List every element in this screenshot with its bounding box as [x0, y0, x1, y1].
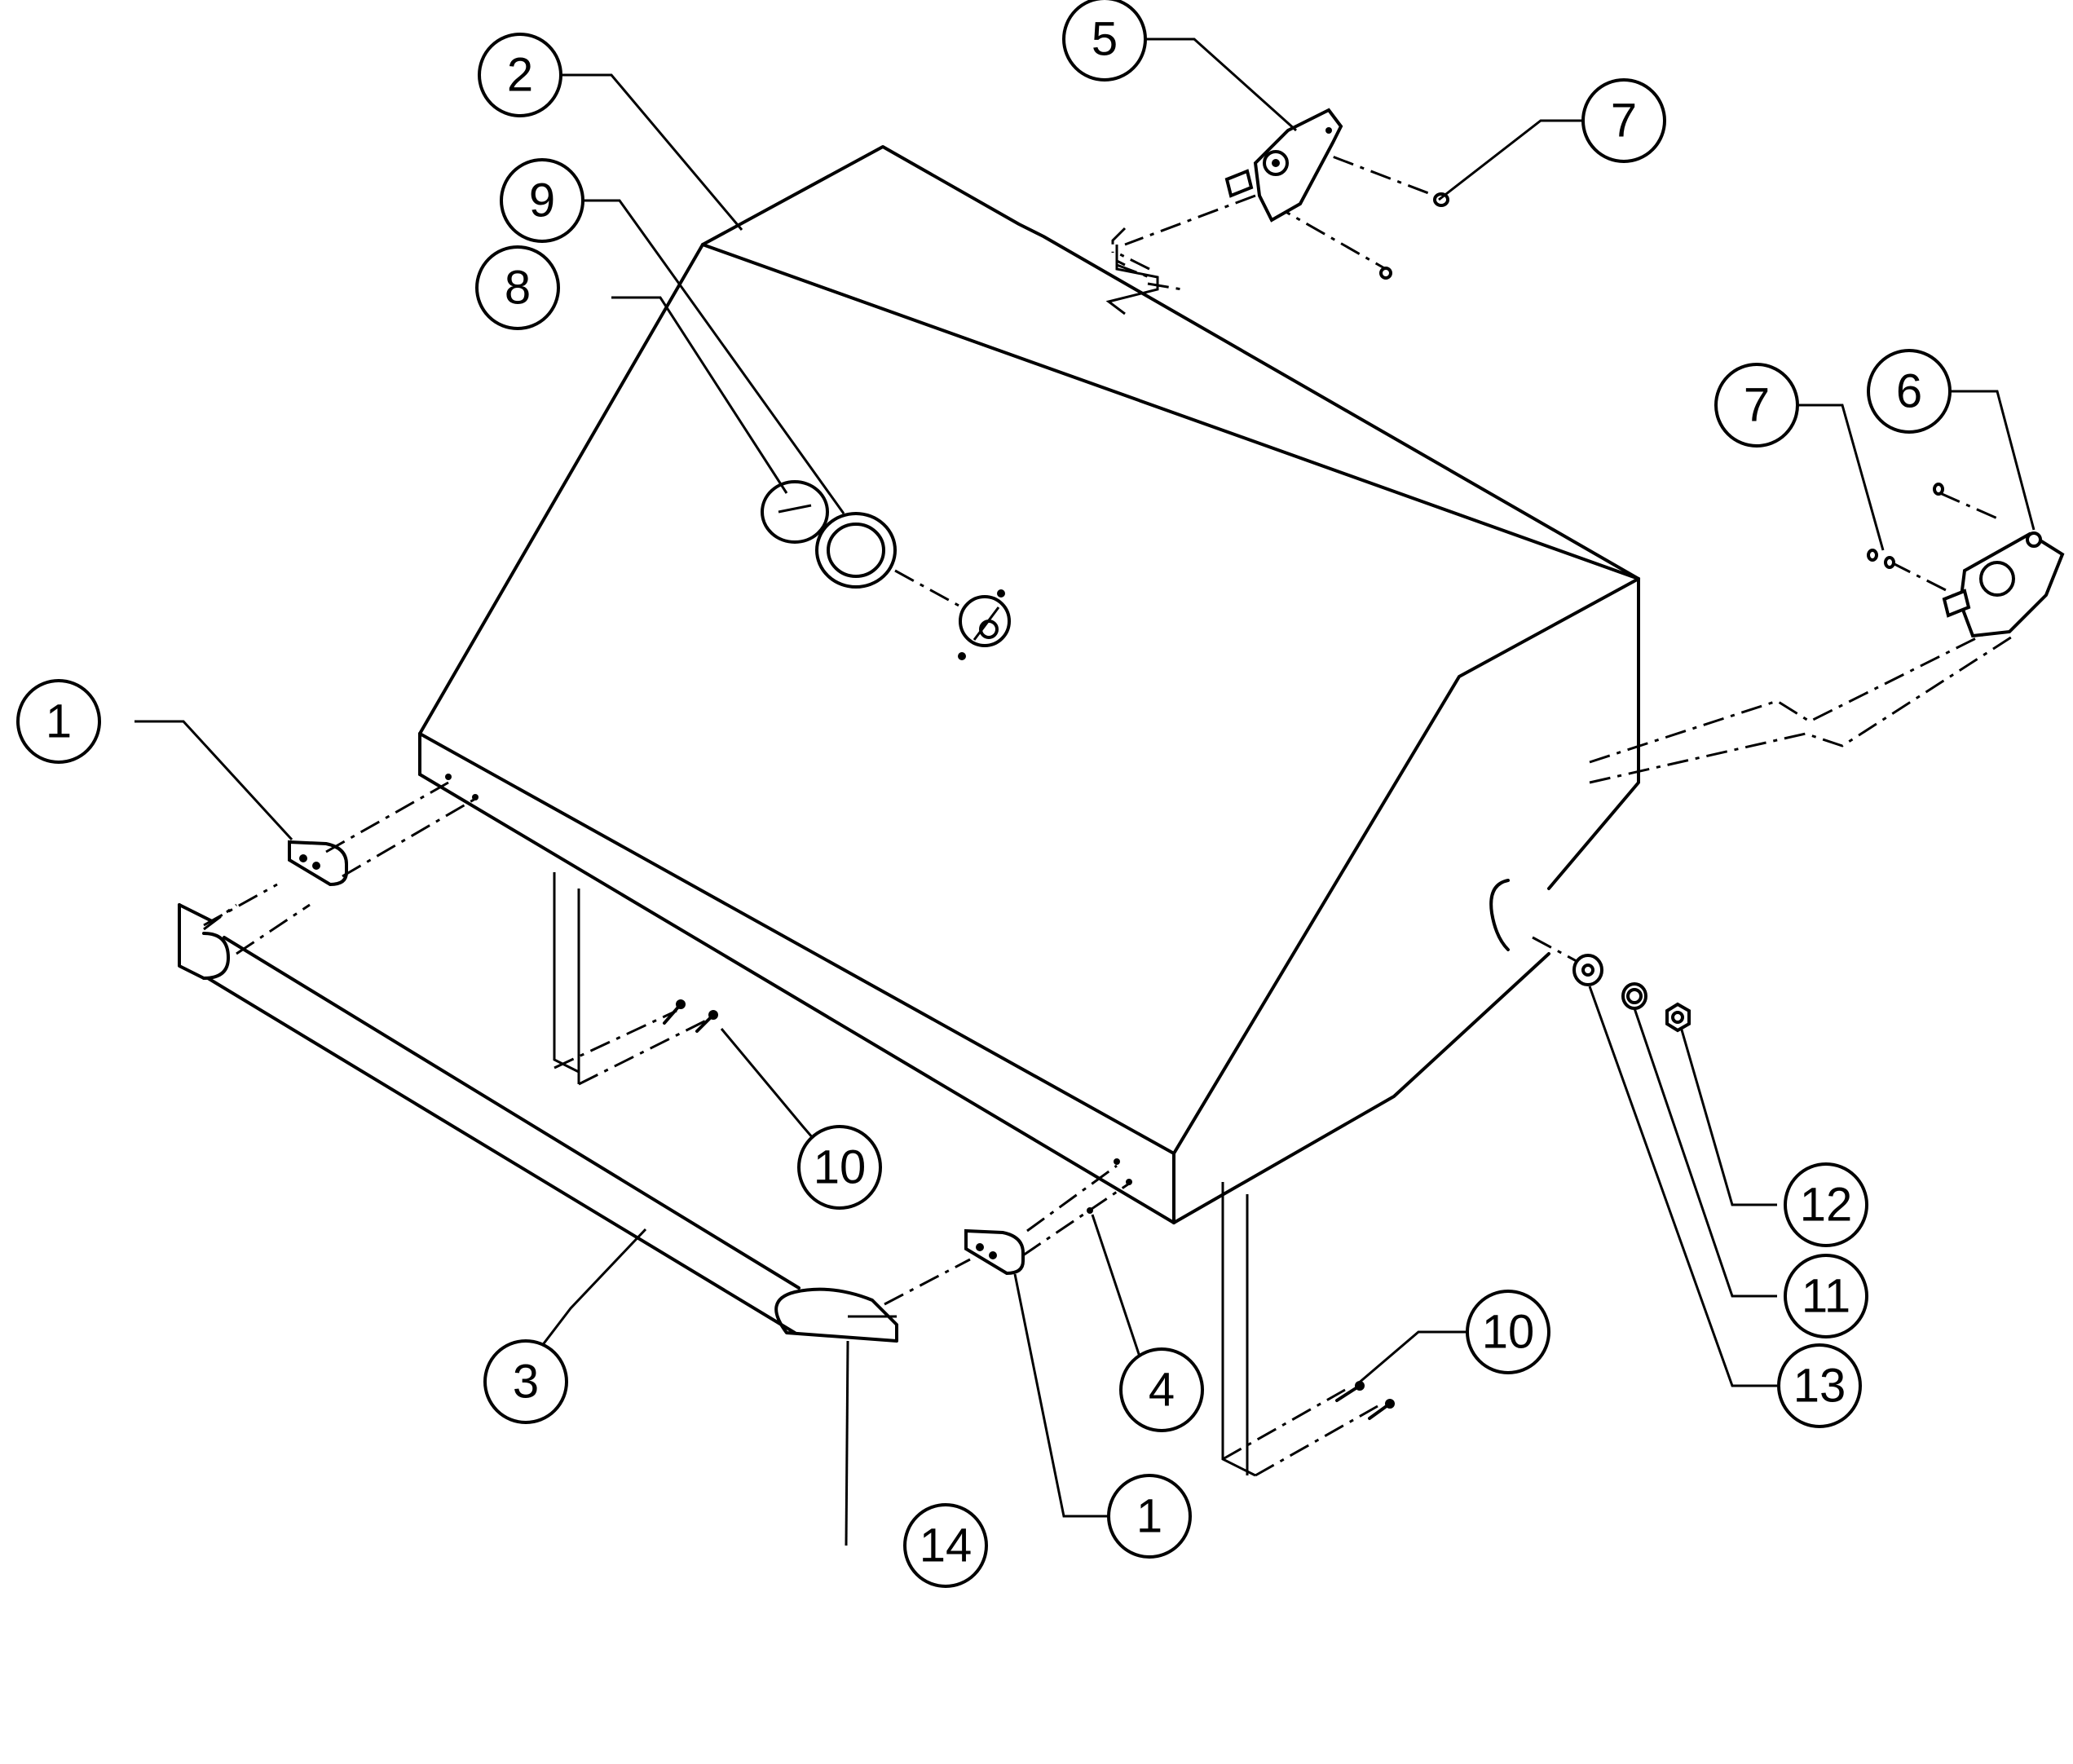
- callout-6: 6: [1867, 349, 1952, 434]
- callout-2: 2: [478, 33, 562, 117]
- thermometer-gauge: [761, 480, 1011, 660]
- callout-1-left: 1: [16, 679, 101, 764]
- svg-text:8: 8: [505, 262, 531, 315]
- screws-7: [1379, 192, 1944, 569]
- callout-12: 12: [1784, 1162, 1868, 1247]
- hinge-bracket-5: [1224, 108, 1343, 223]
- callout-5: 5: [1062, 0, 1147, 82]
- svg-text:14: 14: [920, 1519, 973, 1572]
- svg-text:1: 1: [1136, 1490, 1162, 1543]
- svg-text:10: 10: [814, 1141, 867, 1194]
- callout-13: 13: [1777, 1343, 1862, 1428]
- callout-3: 3: [483, 1339, 568, 1424]
- callout-4: 4: [1119, 1347, 1204, 1432]
- svg-text:7: 7: [1744, 379, 1770, 432]
- callout-14: 14: [903, 1503, 988, 1588]
- svg-text:12: 12: [1800, 1179, 1853, 1232]
- hinge-bracket-6: [1942, 531, 2065, 638]
- callout-7-right: 7: [1714, 363, 1799, 448]
- front-handle: [178, 903, 898, 1343]
- svg-text:3: 3: [513, 1356, 539, 1409]
- callout-7-top: 7: [1581, 78, 1666, 163]
- svg-text:6: 6: [1896, 365, 1922, 418]
- callout-9: 9: [500, 158, 584, 243]
- callout-11: 11: [1784, 1254, 1868, 1338]
- assembly-lines: [203, 141, 2014, 1477]
- end-cap-right: [964, 1228, 1025, 1276]
- leader-lines: [135, 37, 2036, 1546]
- callout-10-mid: 10: [797, 1125, 882, 1210]
- svg-text:5: 5: [1092, 13, 1118, 66]
- svg-text:7: 7: [1611, 95, 1637, 148]
- callout-10-bottom: 10: [1466, 1290, 1550, 1374]
- svg-text:2: 2: [507, 49, 533, 102]
- svg-text:9: 9: [529, 174, 555, 227]
- end-cap-left: [288, 840, 348, 887]
- callout-1-bottom: 1: [1107, 1474, 1192, 1559]
- svg-text:1: 1: [46, 695, 72, 748]
- svg-text:13: 13: [1793, 1360, 1846, 1413]
- svg-text:10: 10: [1482, 1306, 1535, 1359]
- bolts-10: [663, 999, 1395, 1420]
- svg-text:4: 4: [1149, 1364, 1175, 1417]
- callout-8: 8: [475, 245, 560, 330]
- svg-text:11: 11: [1802, 1270, 1850, 1323]
